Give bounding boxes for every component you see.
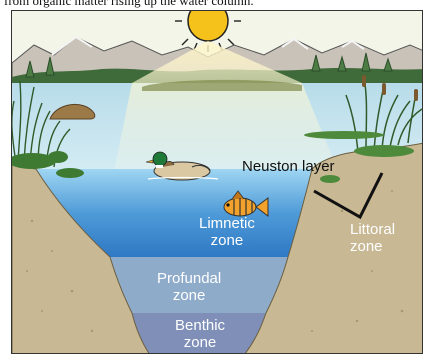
benthic-zone-label: Benthic zone xyxy=(175,317,225,351)
lodge xyxy=(49,104,96,120)
cattails xyxy=(362,75,418,101)
fish-icon xyxy=(223,190,269,217)
littoral-label-line2: zone xyxy=(350,238,383,255)
profundal-label-line1: Profundal xyxy=(157,270,222,287)
benthic-label-line2: zone xyxy=(183,334,217,351)
soil-texture xyxy=(26,190,404,333)
neuston-layer-label: Neuston layer xyxy=(242,158,335,175)
caption-text: from organic matter rising up the water … xyxy=(4,0,254,8)
far-trees xyxy=(25,52,393,78)
profundal-zone-label: Profundal zone xyxy=(157,270,221,304)
duck-icon xyxy=(145,151,219,181)
sunlight-beam xyxy=(112,41,342,181)
profundal-label-line2: zone xyxy=(172,287,206,304)
littoral-zone-bracket xyxy=(313,172,384,220)
profundal-water xyxy=(110,257,288,313)
left-shrubs xyxy=(12,151,84,178)
littoral-zone-label: Littoral zone xyxy=(350,221,395,255)
benthic-label-line1: Benthic xyxy=(175,317,226,334)
lake-scene xyxy=(12,11,422,353)
limnetic-water xyxy=(36,169,312,257)
littoral-label-line1: Littoral xyxy=(350,221,396,238)
right-grass xyxy=(304,131,414,183)
limnetic-label-line2: zone xyxy=(210,232,244,249)
limnetic-label-line1: Limnetic xyxy=(199,215,255,232)
limnetic-zone-label: Limnetic zone xyxy=(199,215,255,249)
island xyxy=(142,79,302,91)
benthic-water xyxy=(132,313,266,353)
lake-zones-diagram: Neuston layer Limnetic zone Profundal zo… xyxy=(11,10,423,354)
